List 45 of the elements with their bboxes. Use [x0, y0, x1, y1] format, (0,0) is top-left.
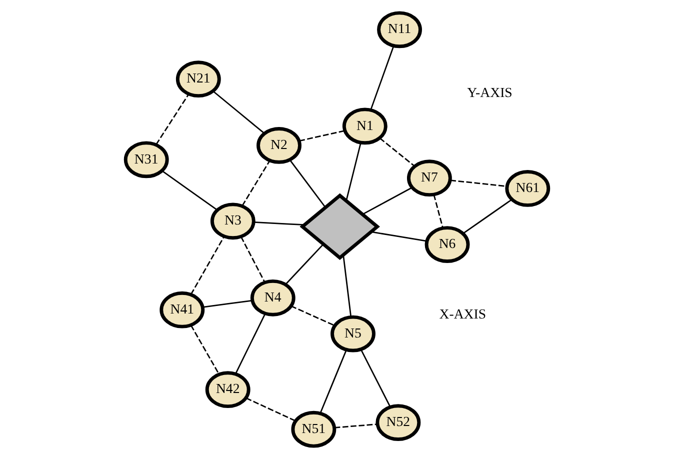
connector	[433, 194, 444, 228]
node-ellipse: N42	[205, 371, 250, 408]
node-ellipse: N61	[505, 170, 550, 207]
node-ellipse: N1	[342, 108, 388, 145]
node-ellipse: N31	[124, 141, 169, 178]
node-ellipse: N7	[406, 160, 452, 197]
node-ellipse: N4	[250, 279, 296, 316]
node-ellipse: N5	[330, 315, 376, 352]
connector	[190, 324, 220, 375]
node-diamond	[300, 193, 380, 260]
node-ellipse: N52	[376, 404, 421, 441]
connector	[212, 90, 265, 134]
node-ellipse: N51	[291, 410, 336, 448]
connector	[342, 254, 352, 318]
label: Y-AXIS	[467, 85, 512, 100]
connector	[290, 305, 335, 326]
connector	[284, 244, 324, 285]
connector	[234, 313, 266, 374]
connector	[242, 160, 270, 206]
connector	[246, 397, 296, 422]
connector	[156, 94, 190, 145]
node-ellipse: N21	[176, 60, 221, 98]
connector	[299, 130, 345, 142]
node-ellipse: N6	[424, 226, 470, 263]
connector	[370, 46, 394, 110]
node-ellipse: N41	[160, 291, 205, 328]
connector	[190, 236, 225, 295]
connector	[254, 222, 304, 226]
connector	[362, 186, 412, 215]
node-ellipse: N3	[210, 202, 256, 240]
connector	[202, 300, 252, 308]
connector	[240, 236, 266, 283]
connector	[320, 350, 348, 414]
label: X-AXIS	[439, 306, 486, 322]
connector	[334, 424, 378, 428]
connector	[346, 142, 362, 201]
connector	[450, 180, 507, 187]
connector	[289, 160, 326, 208]
connector	[370, 231, 427, 242]
connector	[379, 138, 415, 167]
node-ellipse: N11	[377, 11, 422, 48]
connector	[360, 348, 391, 408]
connector	[462, 198, 512, 234]
connector	[162, 170, 218, 210]
node-ellipse: N2	[256, 127, 302, 164]
